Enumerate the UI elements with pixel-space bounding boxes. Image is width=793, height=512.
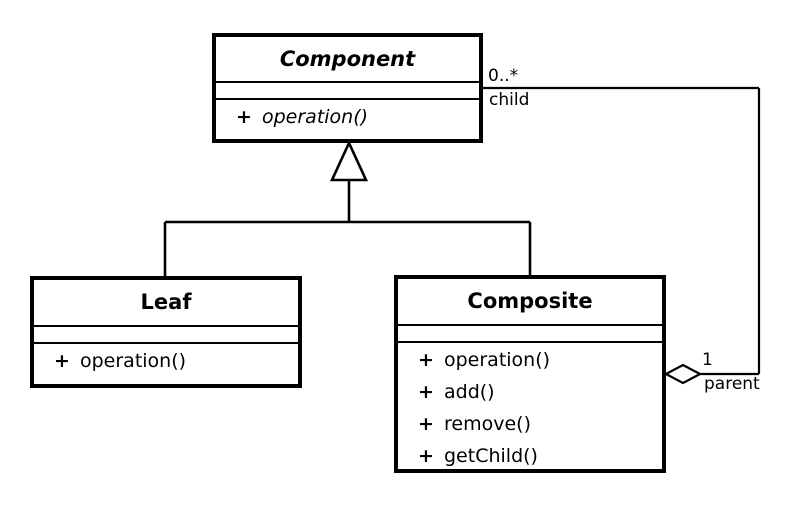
operations-compartment-leaf: + operation(): [34, 344, 298, 377]
operation-row[interactable]: + remove(): [398, 415, 662, 434]
attributes-compartment-leaf: [34, 325, 298, 344]
generalization-connector: [163, 139, 532, 277]
attributes-compartment-composite: [398, 324, 662, 343]
operation-visibility: +: [236, 106, 252, 128]
class-name-leaf: Leaf: [140, 290, 192, 314]
association-multiplicity-parent: 1: [702, 350, 713, 370]
operation-signature: operation(): [80, 350, 187, 372]
operation-row[interactable]: + add(): [398, 383, 662, 402]
operation-visibility: +: [418, 381, 434, 403]
uml-class-leaf[interactable]: Leaf + operation(): [30, 276, 302, 388]
attributes-compartment-component: [216, 81, 479, 100]
operation-signature: add(): [444, 381, 495, 403]
operation-row[interactable]: + getChild(): [398, 447, 662, 466]
operation-visibility: +: [418, 413, 434, 435]
operation-signature: remove(): [444, 413, 531, 435]
uml-class-composite[interactable]: Composite + operation() + add() + remove…: [394, 275, 666, 473]
operations-compartment-component: + operation(): [216, 100, 479, 133]
hollow-diamond-aggregation-icon: [663, 363, 703, 385]
operation-visibility: +: [418, 445, 434, 467]
uml-class-component[interactable]: Component + operation(): [212, 33, 483, 143]
operation-signature: operation(): [262, 106, 369, 128]
aggregation-connector: [483, 86, 761, 385]
association-multiplicity-child: 0..*: [488, 66, 519, 86]
operation-row[interactable]: + operation(): [398, 351, 662, 370]
operation-row[interactable]: + operation(): [34, 352, 298, 371]
operation-signature: operation(): [444, 349, 551, 371]
class-name-component: Component: [279, 46, 416, 71]
hollow-triangle-arrowhead-icon: [329, 139, 369, 182]
operation-signature: getChild(): [444, 445, 538, 467]
association-role-parent: parent: [704, 374, 760, 394]
operations-compartment-composite: + operation() + add() + remove() + getCh…: [398, 343, 662, 472]
operation-row[interactable]: + operation(): [216, 108, 479, 127]
association-role-child: child: [489, 90, 530, 110]
operation-visibility: +: [54, 350, 70, 372]
class-name-composite: Composite: [467, 289, 593, 313]
operation-visibility: +: [418, 349, 434, 371]
